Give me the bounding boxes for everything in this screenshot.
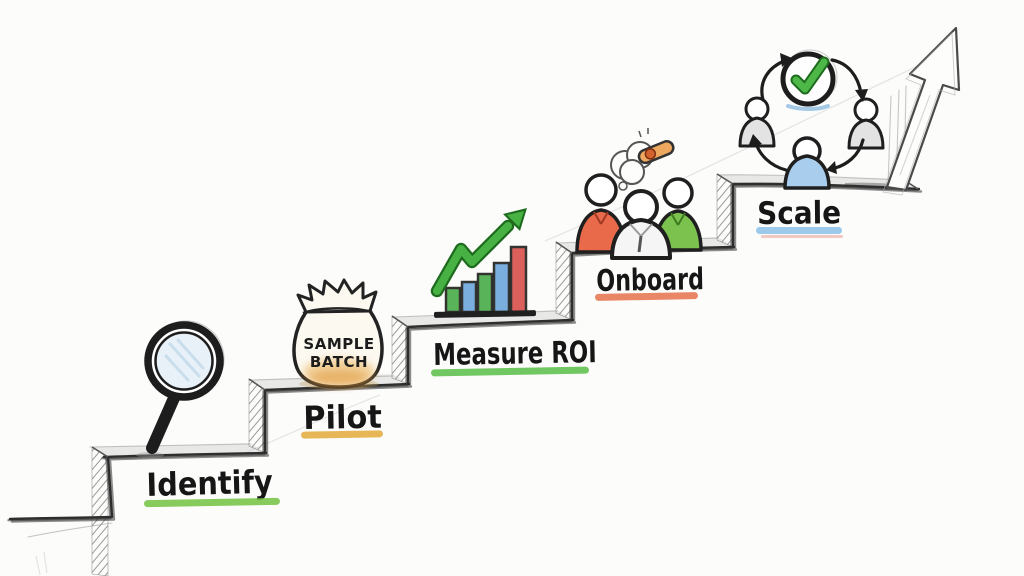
underline-pilot: [300, 430, 384, 439]
bag-text-line1: SAMPLE: [303, 335, 374, 353]
chart-trend-arrow: [433, 222, 512, 295]
stair-side-hatching: [91, 173, 734, 576]
chart-bar-2: [460, 280, 478, 314]
bag-crumple-top: [296, 278, 378, 314]
person-gray-right: [847, 97, 885, 150]
sample-batch-bag-icon: SAMPLE BATCH: [292, 278, 384, 389]
person-blue-bottom: [783, 136, 831, 190]
check-circle-icon: [780, 49, 838, 111]
chart-baseline: [433, 310, 537, 318]
growth-arrow-icon: [882, 26, 961, 196]
underline-scale-secondary: [761, 235, 843, 238]
underline-scale: [756, 227, 842, 234]
person-white: [610, 189, 672, 260]
bag-text-line2: BATCH: [310, 353, 368, 371]
chart-bar-5: [509, 245, 528, 314]
chart-bar-3: [476, 272, 494, 314]
person-gray-left: [738, 96, 776, 148]
chart-bar-4: [492, 261, 511, 314]
cycle-arrows: [748, 53, 868, 174]
rocket-doodle-icon: [610, 128, 675, 191]
people-cycle-check-icon: [738, 49, 885, 190]
growth-bar-chart-icon: [430, 208, 537, 318]
chart-bar-1: [444, 286, 462, 314]
team-icon: [575, 128, 703, 260]
magnifier-handle: [146, 392, 180, 454]
magnifier-icon: [136, 320, 225, 458]
